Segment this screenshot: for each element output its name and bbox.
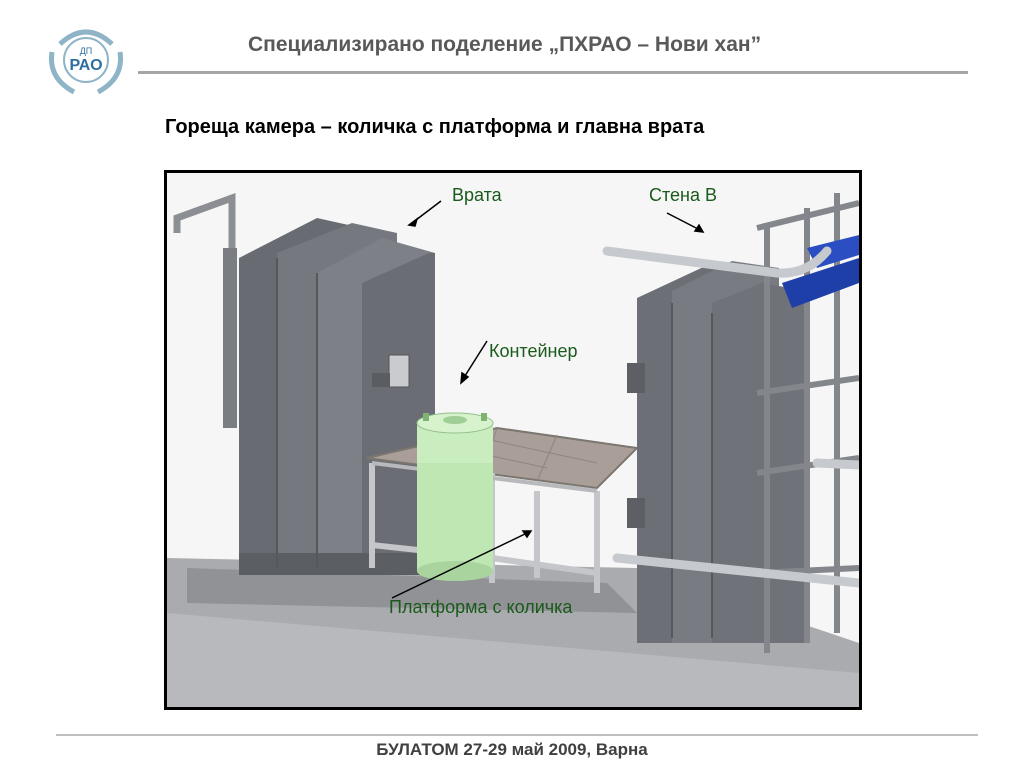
container-cylinder xyxy=(416,412,494,581)
footer-text: БУЛАТОМ 27-29 май 2009, Варна xyxy=(376,740,648,759)
label-container: Контейнер xyxy=(489,341,578,361)
header-divider xyxy=(138,71,968,74)
label-wall-b: Стена В xyxy=(649,185,718,205)
slide-title: Гореща камера – количка с платформа и гл… xyxy=(165,116,705,138)
callout-arrows xyxy=(391,200,705,599)
logo-small-text: ДП xyxy=(80,46,93,56)
label-platform: Платформа с количка xyxy=(389,597,573,617)
horizontal-pipe xyxy=(602,246,859,588)
dp-rao-logo: ДП РАО xyxy=(40,18,132,98)
label-door: Врата xyxy=(452,185,502,205)
wall-b xyxy=(627,261,807,643)
logo-main-text: РАО xyxy=(69,57,102,74)
header-title: Специализирано поделение „ПХРАО – Нови х… xyxy=(248,33,762,56)
footer-divider xyxy=(56,734,978,736)
door-block xyxy=(239,218,439,575)
hot-cell-figure: Врата Стена В Контейнер Платформа с коли… xyxy=(164,170,862,710)
